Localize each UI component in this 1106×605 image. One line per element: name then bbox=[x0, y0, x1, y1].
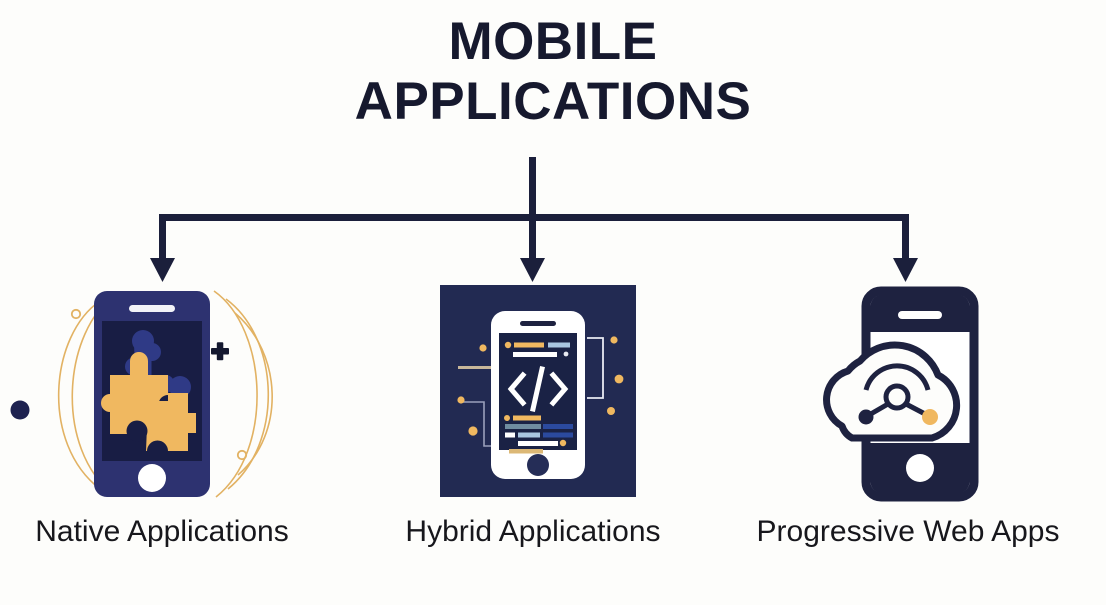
circuit-dot-right-1 bbox=[610, 336, 618, 344]
phone-home-button bbox=[138, 464, 166, 492]
plus-icon bbox=[211, 342, 229, 361]
branch-label-pwa: Progressive Web Apps bbox=[756, 515, 1060, 548]
branch-pwa[interactable]: Progressive Web Apps bbox=[738, 283, 1078, 548]
code-lines-top bbox=[504, 341, 570, 357]
orbit-arcs-right bbox=[213, 290, 273, 498]
connector-drop-middle bbox=[529, 214, 536, 264]
puzzle-piece-orange-right bbox=[146, 393, 196, 451]
phone-home-button bbox=[906, 454, 934, 482]
branch-label-hybrid: Hybrid Applications bbox=[405, 515, 661, 548]
circuit-right bbox=[587, 337, 604, 399]
connector-stem bbox=[529, 157, 536, 221]
branch-hybrid[interactable]: Hybrid Applications bbox=[363, 283, 703, 548]
phone-home-button bbox=[527, 454, 549, 476]
phone-speaker bbox=[129, 305, 175, 312]
branch-label-native: Native Applications bbox=[35, 515, 289, 548]
connector-drop-left bbox=[159, 214, 166, 264]
puzzle-notch bbox=[126, 420, 148, 442]
phone-speaker bbox=[520, 321, 556, 326]
puzzle-phone-icon bbox=[0, 283, 332, 505]
code-symbol bbox=[507, 366, 569, 412]
screen-top-edge bbox=[870, 328, 970, 332]
network-node-navy bbox=[858, 409, 874, 425]
circuit-dot-left-3 bbox=[468, 426, 478, 436]
branch-native[interactable]: Native Applications bbox=[0, 283, 332, 548]
code-lines-bottom bbox=[504, 415, 573, 454]
arrow-head-middle bbox=[520, 258, 545, 282]
phone-speaker bbox=[898, 311, 942, 319]
orbit-ring-bottom-right bbox=[236, 449, 248, 461]
orbit-ring-top-left bbox=[70, 308, 82, 320]
arrow-head-right bbox=[893, 258, 918, 282]
page-title: MOBILE APPLICATIONS bbox=[0, 12, 1106, 132]
title-line-1: MOBILE bbox=[448, 12, 658, 71]
screen-bottom-edge bbox=[870, 443, 970, 447]
circuit-dot-left-1 bbox=[479, 344, 487, 352]
circuit-dot-right-3 bbox=[607, 407, 615, 415]
circuit-dot-left-2 bbox=[457, 396, 465, 404]
code-phone-icon bbox=[363, 283, 703, 505]
circuit-dot-right-2 bbox=[614, 374, 624, 384]
arrow-head-left bbox=[150, 258, 175, 282]
network-symbol bbox=[858, 363, 938, 425]
orbit-dot-navy bbox=[10, 400, 30, 420]
cloud-phone-icon bbox=[738, 283, 1078, 505]
connector-drop-right bbox=[902, 214, 909, 264]
circuit-line-left bbox=[458, 366, 506, 369]
network-node-orange bbox=[922, 409, 938, 425]
connector-bar bbox=[159, 214, 909, 221]
title-line-2: APPLICATIONS bbox=[354, 72, 752, 131]
